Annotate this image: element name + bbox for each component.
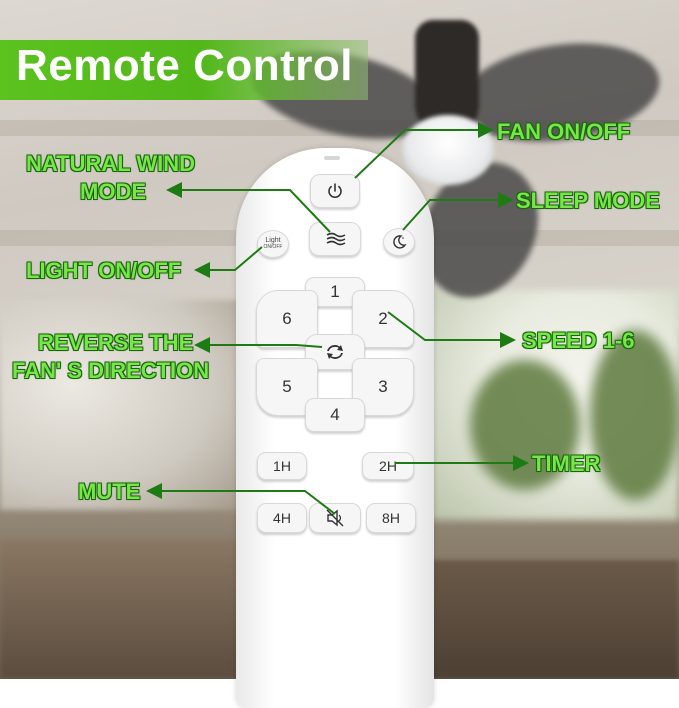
speed-1-label: 1 (330, 282, 340, 301)
plant (590, 330, 679, 500)
timer-4h-button[interactable]: 4H (257, 503, 307, 533)
label-reverse-line2: FAN' S DIRECTION (12, 358, 210, 383)
speed-4-button[interactable]: 4 (305, 398, 365, 432)
mute-button[interactable] (309, 503, 361, 533)
light-button-label: Light (265, 237, 281, 244)
label-natural-wind-line2: MODE (80, 179, 146, 204)
label-sleep-mode: SLEEP MODE (516, 188, 660, 213)
timer-4h-label: 4H (273, 510, 291, 526)
fan-light (402, 115, 494, 185)
timer-2h-label: 2H (379, 458, 397, 474)
natural-wind-button[interactable] (309, 222, 361, 256)
speed-5-label: 5 (282, 377, 292, 396)
mute-icon (326, 509, 344, 527)
label-timer: TIMER (532, 451, 601, 476)
label-fan-on-off: FAN ON/OFF (497, 119, 631, 144)
label-natural-wind-line1: NATURAL WIND (26, 151, 196, 176)
speed-2-label: 2 (378, 309, 388, 328)
timer-1h-button[interactable]: 1H (257, 452, 307, 480)
left-table (0, 540, 240, 679)
speed-6-label: 6 (282, 309, 292, 328)
ir-window (324, 156, 340, 160)
power-icon (328, 183, 342, 198)
label-reverse-line1: REVERSE THE (38, 330, 194, 355)
moon-icon (393, 235, 407, 249)
speed-3-label: 3 (378, 377, 388, 396)
speed-4-label: 4 (330, 405, 340, 424)
timer-8h-label: 8H (382, 510, 400, 526)
title-banner (0, 40, 368, 100)
label-mute: MUTE (78, 479, 141, 504)
wind-icon (326, 232, 346, 246)
left-window (0, 300, 240, 510)
light-button[interactable]: Light ON/OFF (257, 230, 289, 258)
reverse-icon (327, 345, 343, 359)
sleep-button[interactable] (383, 228, 415, 256)
label-speed: SPEED 1-6 (522, 328, 635, 353)
label-light-on-off: LIGHT ON/OFF (26, 258, 182, 283)
light-button-sublabel: ON/OFF (263, 244, 283, 250)
power-button[interactable] (310, 174, 360, 208)
page-title: Remote Control (16, 41, 353, 90)
timer-8h-button[interactable]: 8H (366, 503, 416, 533)
timer-1h-label: 1H (273, 458, 291, 474)
timer-2h-button[interactable]: 2H (362, 452, 414, 480)
right-table (430, 560, 679, 679)
